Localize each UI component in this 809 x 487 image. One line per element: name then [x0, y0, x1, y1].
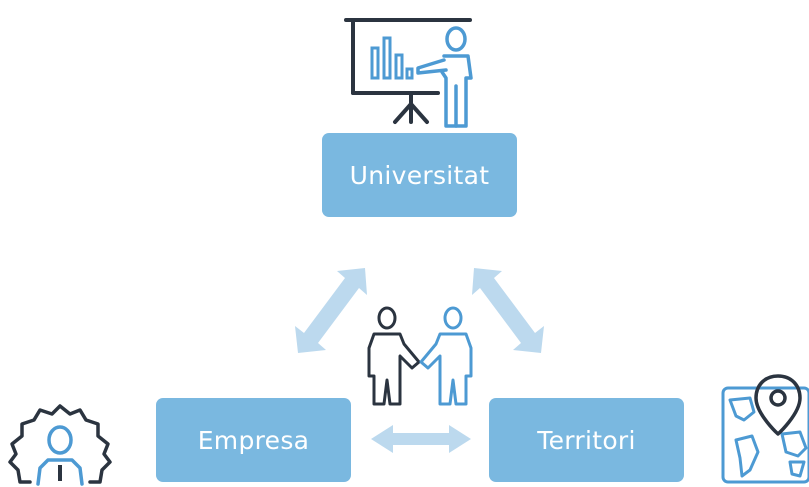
- node-territori-label: Territori: [537, 425, 636, 455]
- arrow-universitat-empresa: [295, 268, 367, 353]
- arrow-empresa-territori: [371, 425, 471, 453]
- node-universitat-label: Universitat: [349, 160, 490, 190]
- node-universitat: Universitat: [322, 133, 517, 217]
- node-empresa: Empresa: [156, 398, 351, 482]
- node-empresa-label: Empresa: [197, 425, 310, 455]
- arrow-universitat-territori: [472, 268, 544, 353]
- node-territori: Territori: [489, 398, 684, 482]
